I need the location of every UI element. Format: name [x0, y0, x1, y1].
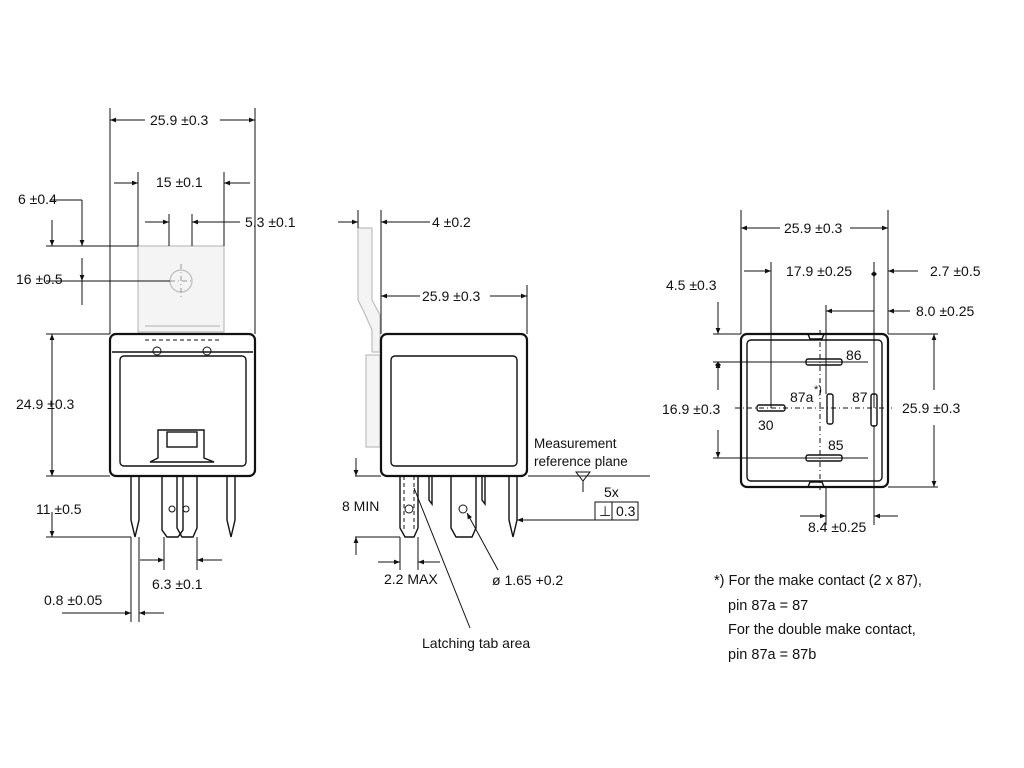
side-pin-pitch: 6.3 ±0.1: [152, 576, 203, 592]
bottom-height-left: 16.9 ±0.3: [662, 401, 720, 417]
bottom-offset-bottom: 8.4 ±0.25: [808, 519, 866, 535]
bottom-offset-top: 4.5 ±0.3: [666, 277, 717, 293]
bottom-pins: [756, 358, 878, 462]
pin-label-87a-mark: *): [814, 384, 822, 396]
side-bracket-top: 6 ±0.4: [18, 191, 57, 207]
pin-87a: [826, 393, 834, 425]
hole-diameter: ø 1.65 +0.2: [492, 572, 563, 588]
min-label: 8 MIN: [342, 498, 379, 514]
bottom-view: 25.9 ±0.3 17.9 ±0.25 2.7 ±0.5 4.5 ±0.3 8…: [662, 210, 981, 535]
footnote-line-2: pin 87a = 87: [728, 598, 808, 614]
max-label: 2.2 MAX: [384, 571, 438, 587]
bottom-width-inner: 17.9 ±0.25: [786, 263, 852, 279]
measurement-label-1: Measurement: [534, 436, 617, 451]
side-hole-offset: 5.3 ±0.1: [245, 214, 296, 230]
bottom-width-total: 25.9 ±0.3: [784, 220, 842, 236]
side-width-total: 25.9 ±0.3: [150, 112, 208, 128]
tolerance-count: 5x: [604, 484, 619, 500]
front-bracket-offset: 4 ±0.2: [432, 214, 471, 230]
side-bracket: [357, 227, 381, 353]
front-view: 4 ±0.2 25.9 ±0.3 Measurement reference p…: [338, 210, 650, 651]
measurement-label-2: reference plane: [534, 454, 628, 469]
pin-label-86: 86: [846, 347, 862, 363]
pin-85: [805, 454, 843, 462]
side-pin-thickness: 0.8 ±0.05: [44, 592, 102, 608]
bottom-height-right: 25.9 ±0.3: [902, 400, 960, 416]
side-bracket-width: 15 ±0.1: [156, 174, 203, 190]
footnote: *) For the make contact (2 x 87), pin 87…: [714, 573, 922, 663]
bottom-offset-right: 2.7 ±0.5: [930, 263, 981, 279]
pin-label-87a: 87a: [790, 389, 814, 405]
side-pins: [130, 476, 236, 538]
side-pin-length: 11 ±0.5: [36, 501, 82, 517]
pin-label-30: 30: [758, 417, 774, 433]
pin-label-87: 87: [852, 389, 868, 405]
tolerance-value: 0.3: [616, 503, 636, 519]
pin-86: [805, 358, 843, 366]
footnote-line-4: pin 87a = 87b: [728, 647, 816, 663]
latch-label: Latching tab area: [422, 635, 530, 651]
side-view: 25.9 ±0.3 15 ±0.1 5.3 ±0.1 6 ±0.4 16 ±0.…: [16, 108, 296, 622]
front-width-total: 25.9 ±0.3: [422, 288, 480, 304]
footnote-line-3: For the double make contact,: [728, 622, 916, 638]
relay-body-bottom: [739, 332, 890, 489]
pin-label-85: 85: [828, 437, 844, 453]
side-body-height: 24.9 ±0.3: [16, 396, 74, 412]
footnote-line-1: *) For the make contact (2 x 87),: [714, 573, 922, 589]
bottom-offset-87: 8.0 ±0.25: [916, 303, 974, 319]
tolerance-symbol: ⊥: [599, 503, 611, 519]
side-hole-height: 16 ±0.5: [16, 271, 63, 287]
front-pins: [399, 476, 518, 538]
relay-body-front: [379, 332, 529, 478]
